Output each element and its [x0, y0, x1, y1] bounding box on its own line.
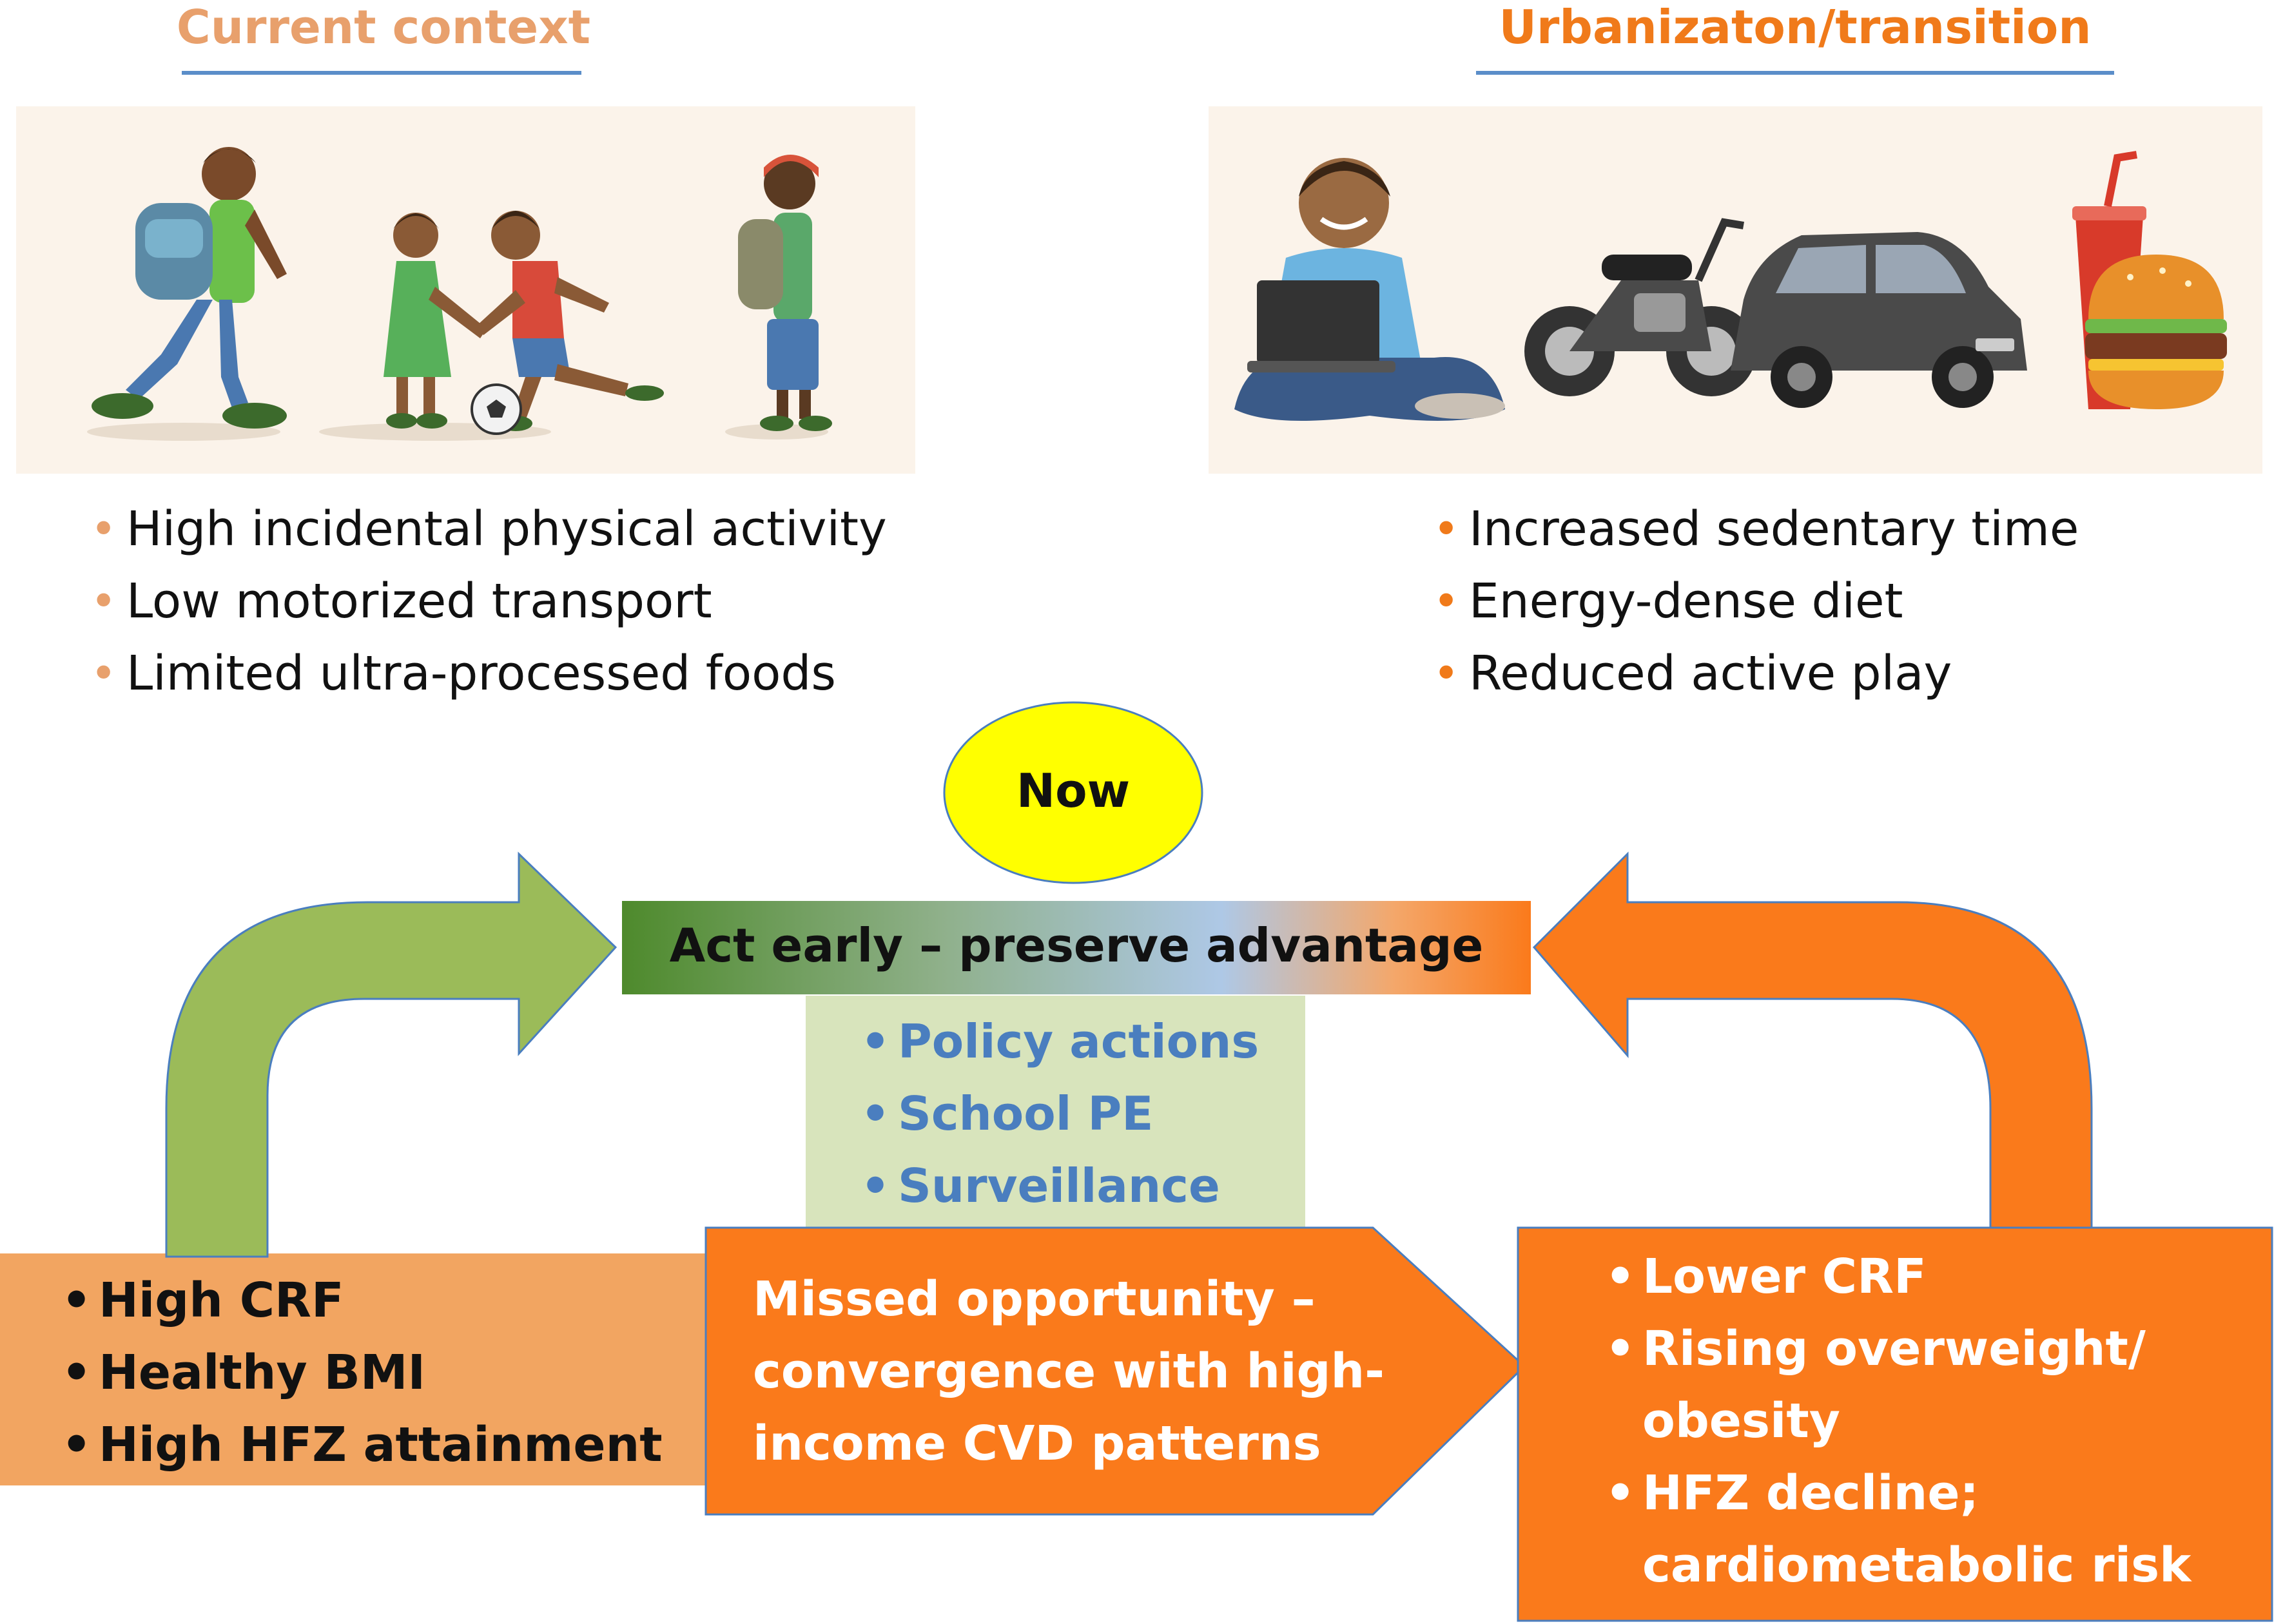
girl-backpack-icon [738, 155, 832, 431]
act-early-banner [622, 901, 1531, 994]
actions-list: Policy actions School PE Surveillance [860, 1005, 1259, 1222]
missed-opportunity-text: Missed opportunity – convergence with hi… [753, 1263, 1385, 1480]
child-walking-backpack-icon [92, 147, 287, 429]
list-item: High CRF [61, 1264, 663, 1337]
list-item: Reduced active play [1433, 637, 2079, 710]
now-ellipse [943, 701, 1203, 884]
list-item: Increased sedentary time [1433, 493, 2079, 565]
urbanization-underline [1476, 71, 2114, 75]
list-item: HFZ decline;cardiometabolic risk [1605, 1457, 2191, 1601]
arrow-text-line: Missed opportunity – [753, 1271, 1316, 1327]
boy-laptop-icon [1234, 158, 1505, 421]
list-item: Lower CRF [1605, 1241, 2191, 1313]
orange-bent-arrow [1532, 851, 2093, 1229]
list-item: School PE [860, 1078, 1259, 1150]
list-item: Energy-dense diet [1433, 565, 2079, 637]
children-playing-soccer-icon [384, 211, 664, 435]
list-item: Surveillance [860, 1150, 1259, 1222]
risk-list: Lower CRF Rising overweight/obesity HFZ … [1605, 1241, 2191, 1601]
urbanization-illustration [1209, 106, 2262, 474]
car-icon [1731, 232, 2027, 408]
list-item: Policy actions [860, 1005, 1259, 1078]
current-context-underline [182, 71, 581, 75]
list-item: Low motorized transport [90, 565, 887, 637]
current-context-list: High incidental physical activity Low mo… [90, 493, 887, 710]
list-item: Rising overweight/obesity [1605, 1313, 2191, 1457]
urbanization-heading: Urbanizaton/transition [1499, 0, 2092, 54]
burger-icon [2085, 255, 2227, 409]
current-context-heading: Current context [176, 0, 591, 54]
missed-opportunity-arrow [705, 1226, 1526, 1516]
list-item: Healthy BMI [61, 1337, 663, 1409]
current-context-illustration [16, 106, 915, 474]
list-item: High incidental physical activity [90, 493, 887, 565]
urbanization-list: Increased sedentary time Energy-dense di… [1433, 493, 2079, 710]
list-item: High HFZ attainment [61, 1409, 663, 1481]
arrow-text-line: convergence with high- [753, 1344, 1385, 1399]
motorcycle-icon [1524, 218, 1756, 396]
green-bent-arrow [165, 851, 617, 1258]
banner-text: Act early – preserve advantage [669, 918, 1484, 972]
list-item: Limited ultra-processed foods [90, 637, 887, 710]
advantage-list: High CRF Healthy BMI High HFZ attainment [61, 1264, 663, 1481]
now-label: Now [1016, 764, 1131, 818]
arrow-text-line: income CVD patterns [753, 1416, 1321, 1471]
